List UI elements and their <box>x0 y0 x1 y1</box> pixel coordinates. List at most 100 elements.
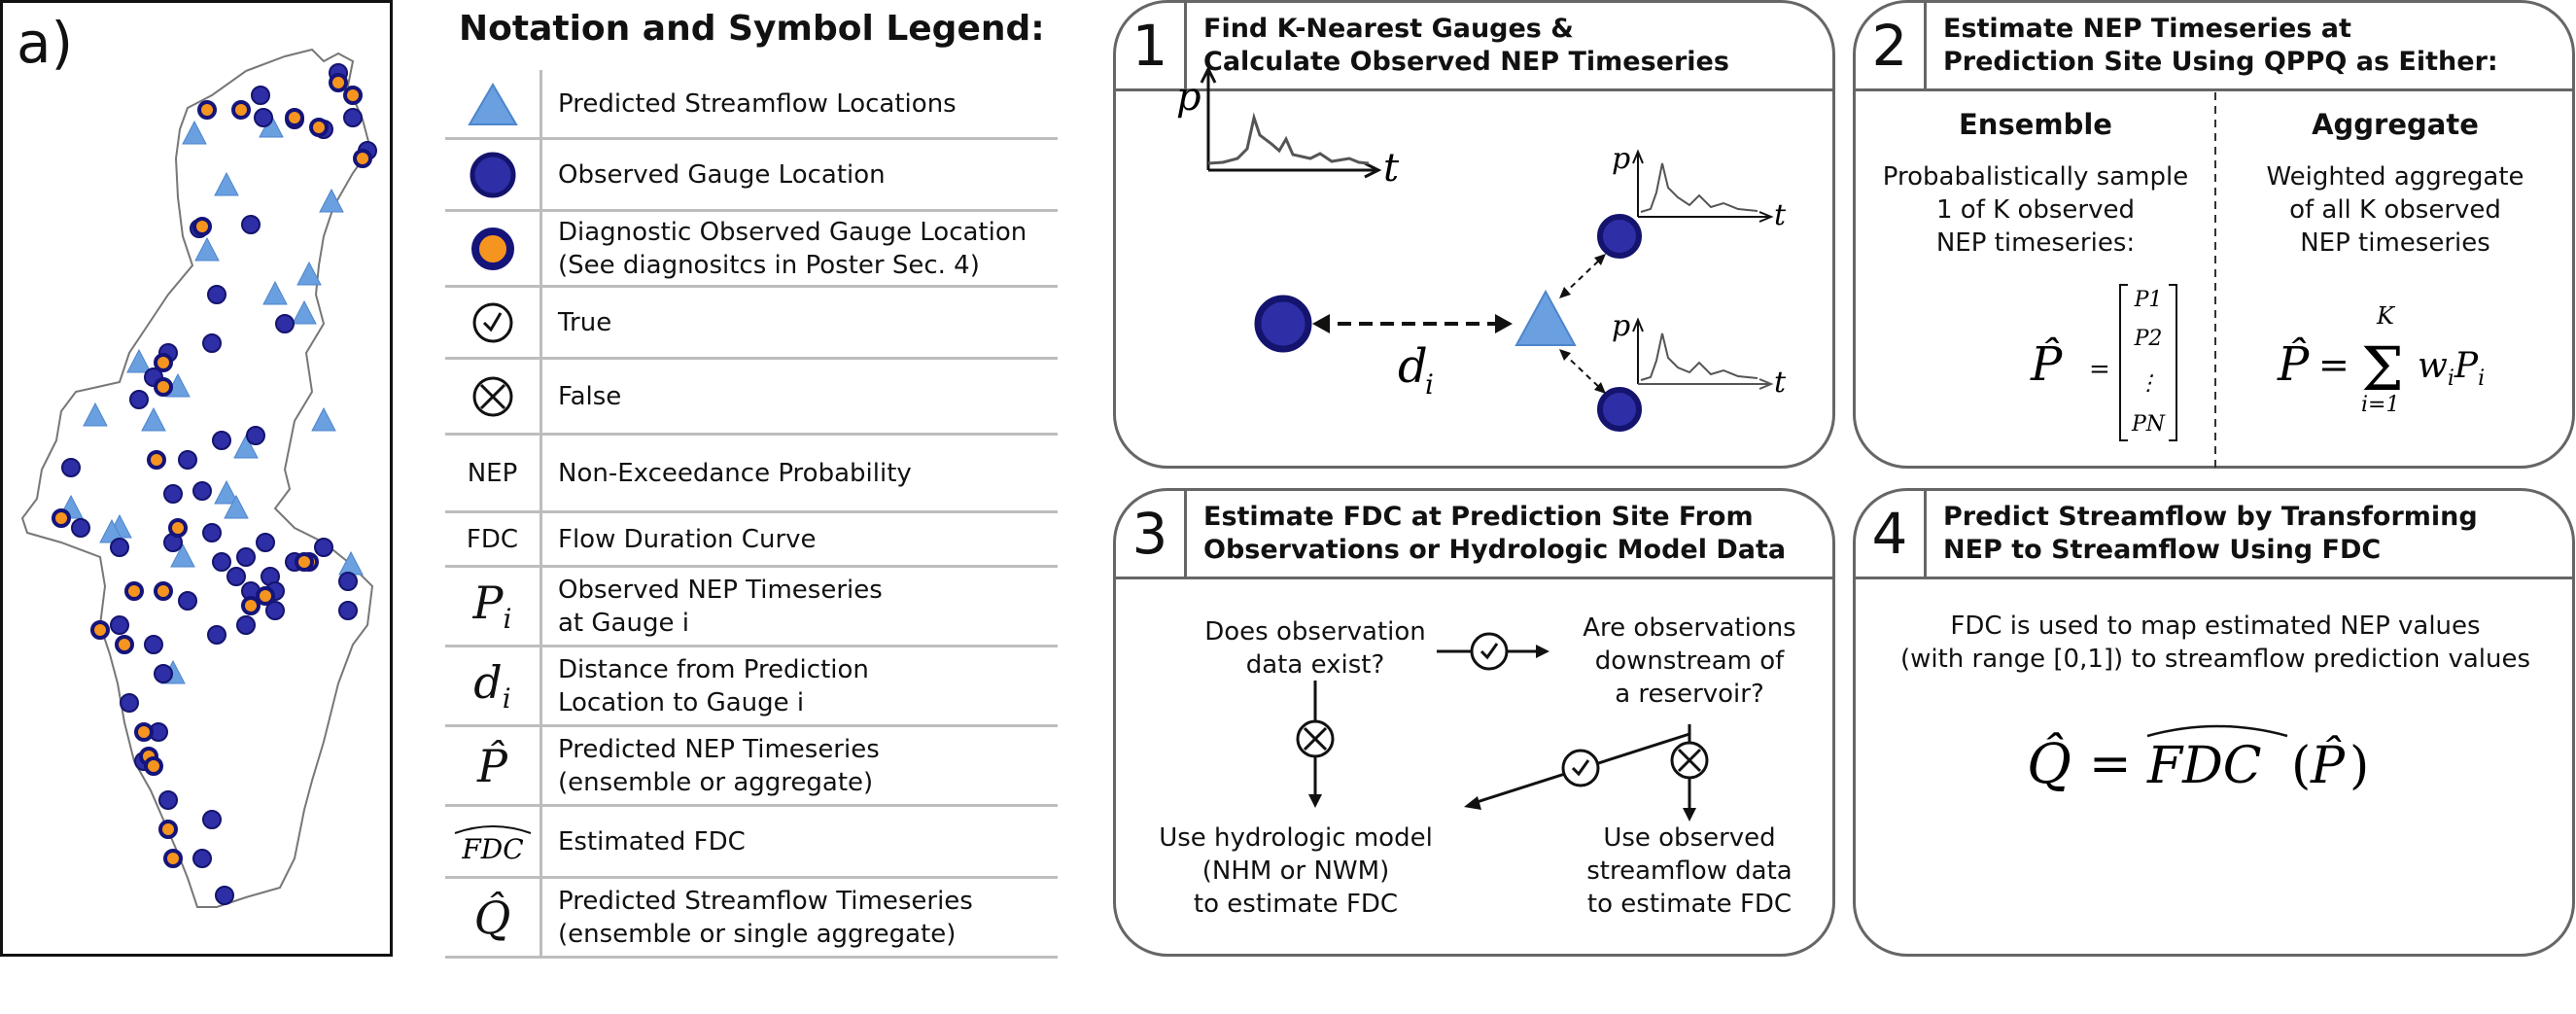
legend-desc-line2: (See diagnositcs in Poster Sec. 4) <box>558 250 980 280</box>
text-line: downstream of <box>1594 647 1785 676</box>
diagnostic-gauge-marker <box>154 353 173 372</box>
diagnostic-gauge-marker <box>197 100 217 120</box>
step-number: 3 <box>1116 491 1187 577</box>
svg-text:(: ( <box>2291 737 2311 795</box>
svg-text:=: = <box>2089 355 2110 384</box>
desc-line: NEP timeseries: <box>1935 228 2136 258</box>
legend-symbol-cell: FDC <box>445 807 542 876</box>
diagnostic-gauge-marker <box>52 508 71 528</box>
legend-desc-line1: Estimated FDC <box>558 826 746 857</box>
text-line: to estimate FDC <box>1193 890 1399 919</box>
diagnostic-gauge-marker <box>124 581 144 601</box>
predicted-location-marker <box>262 280 288 305</box>
p-axis-label: p <box>1612 142 1630 176</box>
diagnostic-gauge-marker <box>343 86 363 105</box>
streamflow-equation: Q̂ = FDC ( P̂ ) <box>2027 724 2369 796</box>
aggregate-heading: Aggregate <box>2312 108 2479 141</box>
p-axis-label: p <box>1176 75 1201 120</box>
step4-description: FDC is used to map estimated NEP values … <box>1856 610 2575 676</box>
gauge-marker <box>212 431 231 450</box>
text-line: Use hydrologic model <box>1159 823 1433 853</box>
step2-box: 2 Estimate NEP Timeseries at Prediction … <box>1853 0 2575 469</box>
vector-entry: PN <box>2131 412 2166 437</box>
check-icon <box>1470 632 1509 671</box>
legend-table: Predicted Streamflow Locations Observed … <box>445 70 1058 959</box>
legend-symbol-cell: Q̂ <box>445 879 542 956</box>
desc-line: NEP timeseries <box>2300 228 2490 258</box>
legend-desc: Predicted Streamflow Locations <box>542 87 957 121</box>
legend-row: Q̂ Predicted Streamflow Timeseries (ense… <box>445 879 1058 959</box>
gauge-marker <box>338 601 358 620</box>
diagnostic-gauge-marker <box>158 820 178 839</box>
diagnostic-gauge-marker <box>309 118 329 137</box>
legend-desc-line1: Observed Gauge Location <box>558 159 886 190</box>
diagnostic-gauge-marker <box>163 849 183 868</box>
text-line: Does observation <box>1204 617 1426 647</box>
gauge-marker <box>265 601 285 620</box>
gauge-marker <box>110 538 129 557</box>
gauge-marker <box>254 108 273 127</box>
vector-brackets <box>2119 284 2177 441</box>
sum-term: wiPi <box>2418 346 2485 391</box>
p-axis-label: p <box>1612 309 1630 343</box>
diagnostic-gauge-marker <box>115 635 134 654</box>
legend-desc: Estimated FDC <box>542 825 746 858</box>
step-number: 4 <box>1856 491 1927 577</box>
legend-row: Diagnostic Observed Gauge Location (See … <box>445 212 1058 288</box>
gauge-marker <box>154 664 173 683</box>
d-i-symbol: di <box>473 656 511 716</box>
legend-row: False <box>445 360 1058 436</box>
gauge-marker <box>61 458 81 477</box>
diagnostic-gauge-marker <box>154 581 173 601</box>
map-panel: a) <box>0 0 393 957</box>
legend-desc-line1: Diagnostic Observed Gauge Location <box>558 217 1027 247</box>
ensemble-heading: Ensemble <box>1959 108 2112 141</box>
title-line1: Estimate NEP Timeseries at <box>1943 14 2351 44</box>
title-line1: Predict Streamflow by Transforming <box>1943 502 2478 532</box>
legend-desc-line1: Predicted Streamflow Timeseries <box>558 886 973 916</box>
t-axis-label: t <box>1774 366 1787 400</box>
title-line1: Find K-Nearest Gauges & <box>1203 14 1574 44</box>
step3-header: 3 Estimate FDC at Prediction Site From O… <box>1116 491 1832 579</box>
svg-text:=: = <box>2089 735 2132 793</box>
legend-desc: Flow Duration Curve <box>542 523 817 556</box>
aggregate-description: Weighted aggregate of all K observed NEP… <box>2215 160 2575 260</box>
svg-text:FDC: FDC <box>461 833 523 865</box>
timeseries-plot-main: p t <box>1176 65 1400 191</box>
gauge-marker <box>144 635 163 654</box>
legend-row: Predicted Streamflow Locations <box>445 70 1058 140</box>
gauge-marker <box>275 314 295 333</box>
gauge-marker <box>338 572 358 591</box>
vector-entry: P1 <box>2134 288 2163 312</box>
predicted-location-marker <box>338 550 364 576</box>
gauge-node <box>1597 387 1642 432</box>
gauge-marker <box>120 693 139 713</box>
legend-symbol-cell: di <box>445 647 542 724</box>
predicted-location-marker <box>311 406 336 432</box>
legend-row: FDC Estimated FDC <box>445 807 1058 879</box>
predicted-location-marker <box>292 299 317 325</box>
diagnostic-gauge-marker <box>147 450 166 470</box>
gauge-circle-icon <box>470 152 515 197</box>
text-line: a reservoir? <box>1615 680 1764 709</box>
title-line2: NEP to Streamflow Using FDC <box>1943 535 2382 565</box>
gauge-marker <box>192 481 212 501</box>
legend-row: NEP Non-Exceedance Probability <box>445 436 1058 513</box>
legend-symbol-cell <box>445 360 542 433</box>
legend-symbol-cell <box>445 288 542 357</box>
legend-symbol-cell: Pi <box>445 568 542 645</box>
predicted-location-marker <box>296 261 322 286</box>
legend-desc: Diagnostic Observed Gauge Location (See … <box>542 216 1027 282</box>
gauge-marker <box>207 285 226 304</box>
diagnostic-gauge-marker <box>168 518 188 538</box>
step1-header: 1 Find K-Nearest Gauges & Calculate Obse… <box>1116 3 1832 91</box>
gauge-marker <box>178 450 197 470</box>
legend-symbol-cell: NEP <box>445 436 542 510</box>
legend-desc-line1: Observed NEP Timeseries <box>558 575 883 605</box>
gauge-marker <box>314 538 333 557</box>
p-hat-term: P̂ <box>2310 736 2346 795</box>
diagnostic-gauge-marker <box>256 586 275 606</box>
title-line1: Estimate FDC at Prediction Site From <box>1203 502 1754 532</box>
gauge-marker <box>215 886 234 905</box>
text-line: to estimate FDC <box>1586 890 1793 919</box>
